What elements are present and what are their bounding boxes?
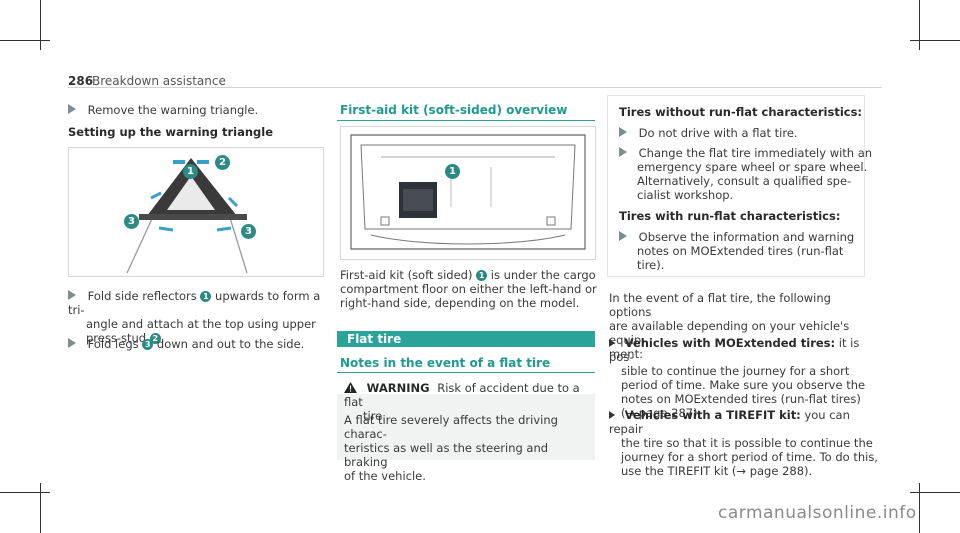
figure-label: 3 — [241, 224, 256, 239]
info-step: Observe the information and warning note… — [619, 230, 854, 272]
tire-info-box — [607, 95, 865, 277]
list-item: Vehicles with MOExtended tires: it is po… — [609, 336, 866, 420]
warning-triangle-figure: 1 2 3 3 — [68, 147, 324, 277]
notes-heading: Notes in the event of a flat tire — [340, 356, 551, 370]
page-number: 286 — [68, 74, 94, 88]
section-bar-title: Flat tire — [347, 332, 402, 346]
figure-label: 3 — [124, 214, 139, 229]
crop-mark — [0, 40, 50, 41]
figure-label: 1 — [183, 164, 198, 179]
info-heading-no-runflat: Tires without run-flat characteristics: — [619, 105, 863, 119]
kit-heading: First-aid kit (soft-sided) overview — [340, 103, 568, 117]
step-fold-legs: Fold legs 3 down and out to the side. — [68, 337, 304, 351]
warning-body: A flat tire severely affects the driving… — [344, 413, 558, 483]
warning-triangle-icon — [344, 382, 357, 393]
crop-mark — [40, 483, 41, 533]
step-arrow-icon — [68, 338, 76, 348]
crop-mark — [40, 0, 41, 50]
section-title: Breakdown assistance — [92, 74, 226, 88]
info-step: Change the flat tire immediately with an… — [619, 146, 872, 202]
ref-marker: 2 — [149, 333, 161, 344]
crop-mark — [910, 492, 960, 493]
crop-mark — [919, 483, 920, 533]
info-step: Do not drive with a flat tire. — [619, 126, 798, 140]
step-remove: Remove the warning triangle. — [68, 103, 258, 117]
section-bar: Flat tire — [337, 331, 595, 347]
step-arrow-icon — [619, 127, 627, 137]
section-heading: Setting up the warning triangle — [68, 125, 273, 139]
bullet-icon — [609, 411, 615, 419]
warning-box — [337, 394, 595, 460]
info-heading-runflat: Tires with run-flat characteristics: — [619, 209, 841, 223]
warning-triangle-illustration — [126, 158, 248, 274]
flat-tire-paragraph: In the event of a flat tire, the followi… — [609, 291, 850, 361]
step-arrow-icon — [619, 147, 627, 157]
step-arrow-icon — [619, 231, 627, 241]
warning-title: WARNING Risk of accident due to a flat t… — [344, 381, 580, 423]
kit-heading-rule — [337, 120, 595, 121]
header-rule — [68, 87, 882, 88]
crop-mark — [919, 0, 920, 50]
bullet-icon — [609, 339, 615, 347]
kit-description: First-aid kit (soft sided) 1 is under th… — [340, 268, 597, 310]
list-item: Vehicles with a TIREFIT kit: you can rep… — [609, 408, 878, 478]
step-arrow-icon — [68, 290, 76, 300]
crop-mark — [0, 492, 50, 493]
notes-heading-rule — [337, 372, 595, 373]
ref-marker: 3 — [142, 339, 154, 350]
figure-label: 1 — [445, 164, 460, 179]
ref-marker: 1 — [476, 270, 488, 281]
cargo-floor-illustration — [341, 127, 595, 259]
ref-marker: 1 — [200, 291, 212, 302]
crop-mark — [910, 40, 960, 41]
step-arrow-icon — [68, 104, 76, 114]
cargo-figure: 1 — [340, 126, 596, 260]
figure-label: 2 — [215, 155, 230, 170]
watermark: carmanualsonline.info — [718, 503, 917, 523]
step-fold-reflectors: Fold side reflectors 1 upwards to form a… — [68, 289, 321, 345]
